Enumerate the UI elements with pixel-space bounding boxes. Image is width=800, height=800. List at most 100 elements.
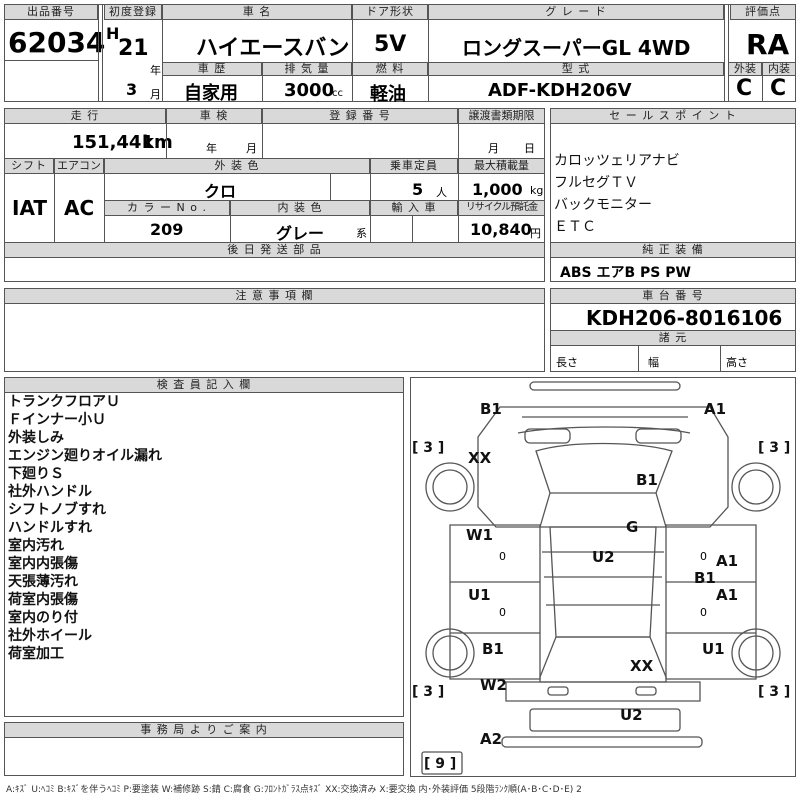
caution-label: 注 意 事 項 欄 [4,288,545,304]
equipment-label: 純 正 装 備 [550,242,796,258]
note-item: 室内のり付 [8,610,78,626]
damage-mark: U2 [592,548,615,566]
reg-no-label: 登 録 番 号 [262,108,458,124]
displacement: 3000 [284,80,335,101]
load-unit: kg [530,184,544,197]
name-label: 車 名 [162,4,352,20]
transfer-month: 月 [488,142,499,155]
inspection-year: 年 [206,142,217,155]
fuel: 軽油 [370,84,406,105]
load-label: 最大積載量 [458,158,545,174]
spec-label: 諸 元 [550,330,796,346]
ext-color-label: 外 装 色 [104,158,370,174]
load: 1,000 [472,180,523,199]
displacement-label: 排 気 量 [262,62,352,76]
color-no: 209 [150,220,184,239]
note-item: 荷室内張傷 [8,592,78,608]
spec-height: 高さ [726,356,748,369]
int-color-label: 内 装 色 [230,200,370,216]
month-unit: 月 [150,88,161,101]
score: RA [746,28,790,61]
spare-tire-depth: [ 9 ] [424,756,457,772]
car-name: ハイエースバン [196,36,350,61]
damage-mark: A2 [480,730,503,748]
mileage-unit: km [142,132,173,153]
inspector-label: 検 査 員 記 入 欄 [4,377,404,393]
int-color: グレー [276,224,325,243]
ac-label: エアコン [54,158,104,174]
capacity-label: 乗車定員 [370,158,458,174]
note-item: 室内内張傷 [8,556,78,572]
sales-point-item: カロッツェリアナビ [554,153,680,169]
sales-point-item: ＥＴＣ [554,219,596,235]
model-code: ADF-KDH206V [488,80,632,101]
damage-mark: W2 [480,676,507,694]
damage-mark: XX [468,449,492,467]
chassis-number: KDH206-8016106 [586,306,783,330]
exterior-grade: C [736,76,753,101]
chassis-label: 車 台 番 号 [550,288,796,304]
recycle-label: リサイクル預託金 [458,200,545,216]
grade: ロングスーパーGL 4WD [462,36,691,60]
interior-label: 内装 [762,62,796,76]
damage-mark: U2 [620,706,643,724]
equipment: ABS エアB PS PW [560,265,691,281]
first-reg-label: 初度登録 [104,4,162,20]
sales-points-list: カロッツェリアナビ フルセグＴＶ バックモニター ＥＴＣ [554,150,680,238]
exterior-label: 外装 [728,62,762,76]
damage-mark: XX [630,657,654,675]
note-item: シフトノブすれ [8,502,106,518]
note-item: ハンドルすれ [8,520,92,536]
damage-mark: B1 [480,400,502,418]
note-item: トランクフロアＵ [8,394,120,410]
grade-label: グ レ ー ド [428,4,724,20]
tire-depth: [ 3 ] [412,684,445,700]
damage-mark: B1 [694,569,716,587]
zero-mark: 0 [700,550,707,563]
door-label: ドア形状 [352,4,428,20]
capacity: 5 [412,180,424,199]
zero-mark: 0 [499,606,506,619]
spec-width: 幅 [648,356,659,369]
color-no-label: カ ラ ー N o . [104,200,230,216]
ac: AC [64,196,95,220]
transfer-label: 譲渡書類期限 [458,108,545,124]
recycle-unit: 円 [530,227,541,240]
header-panel [4,4,796,102]
damage-mark: A1 [716,552,739,570]
mileage: 151,441 [72,132,154,153]
score-label: 評価点 [730,4,796,20]
note-item: 荷室加工 [8,646,64,662]
ext-color: クロ [204,182,237,201]
reg-month: 3 [126,80,138,99]
era: H [106,24,120,43]
tire-depth: [ 3 ] [758,684,791,700]
zero-mark: 0 [700,606,707,619]
note-item: 外装しみ [8,430,64,446]
lot-number: 62034 [8,26,106,59]
note-item: 天張薄汚れ [8,574,78,590]
note-item: 室内汚れ [8,538,64,554]
later-parts-label: 後 日 発 送 部 品 [4,242,545,258]
damage-mark: A1 [704,400,727,418]
inspection-month: 月 [246,142,257,155]
recycle: 10,840 [470,220,532,239]
tire-depth: [ 3 ] [758,440,791,456]
door-type: 5V [374,32,407,57]
lot-label: 出品番号 [4,4,98,20]
spec-length: 長さ [556,356,578,369]
inspection-label: 車 検 [166,108,262,124]
note-item: エンジン廻りオイル漏れ [8,448,162,464]
shift: IAT [12,196,48,220]
shift-label: シフト [4,158,54,174]
note-item: 社外ハンドル [8,484,92,500]
mileage-label: 走 行 [4,108,166,124]
int-color-suffix: 系 [356,227,367,240]
car-diagram [421,381,781,775]
history-label: 車 歴 [162,62,262,76]
year-unit: 年 [150,64,161,77]
note-item: 下廻りＳ [8,466,64,482]
fuel-label: 燃 料 [352,62,428,76]
damage-mark: A1 [716,586,739,604]
damage-mark: U1 [468,586,491,604]
